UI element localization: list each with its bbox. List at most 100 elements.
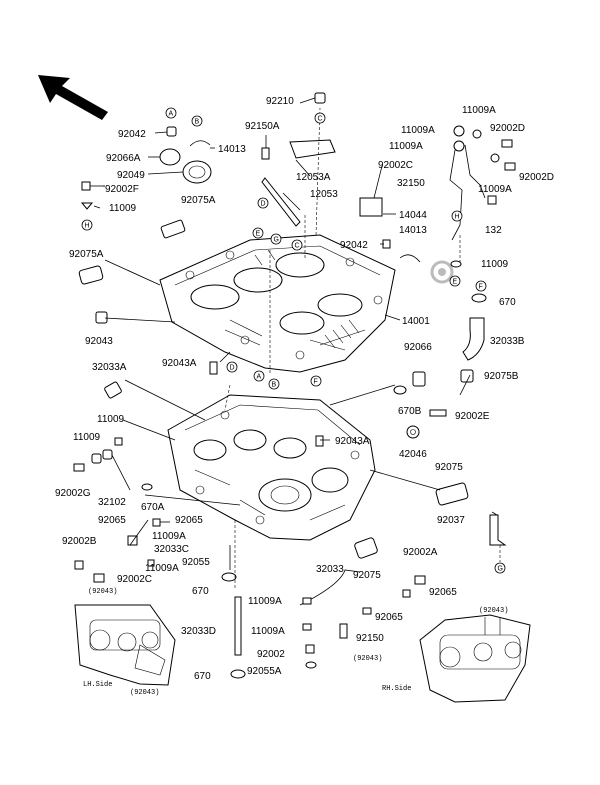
label-92002d-r1: 92002D [490,123,525,134]
svg-text:A: A [169,111,174,118]
inset-rh-side-label: RH.Side [382,685,411,693]
label-92055a: 92055A [247,666,282,677]
label-11009a-low3: 11009A [248,596,282,607]
front-direction-arrow-icon [38,75,108,120]
gear-watermark-icon [430,260,454,284]
ref-marker-f-mid: F [310,375,322,387]
label-14013-mid: 14013 [399,225,427,236]
label-92002: 92002 [257,649,285,660]
label-92043a-low: 92043A [335,436,370,447]
svg-text:G: G [274,237,279,244]
inset-rh-code-left: (92043) [353,655,382,663]
label-92075: 92075 [435,462,463,473]
lower-crankcase-drawing [167,394,376,541]
ref-marker-e-right: E [449,275,461,287]
label-14044: 14044 [399,210,427,221]
label-11009-l2: 11009 [73,432,101,443]
svg-text:A: A [257,374,262,381]
label-670-low1: 670 [192,586,209,597]
label-670-right: 670 [499,297,516,308]
label-11009-l1: 11009 [97,414,125,425]
label-92065-r2: 92065 [375,612,403,623]
ref-marker-a-top: A [165,107,177,119]
label-92002b: 92002B [62,536,97,547]
label-670a: 670A [141,502,165,513]
lh-side-inset [74,604,176,686]
ref-marker-d-mid: D [226,361,238,373]
label-11009a-low2: 11009A [145,563,179,574]
label-92043-left: 92043 [85,336,113,347]
label-14013-top: 14013 [218,144,246,155]
label-32033: 32033 [316,564,344,575]
label-92075b: 92075B [484,371,519,382]
small-parts [73,92,516,679]
inset-rh-code-top: (92043) [479,607,508,615]
ref-marker-c-top: C [314,112,326,124]
label-92002e: 92002E [455,411,490,422]
label-32033b: 32033B [490,336,525,347]
label-11009a-r1: 11009A [462,105,496,116]
label-42046: 42046 [399,449,427,460]
svg-text:C: C [318,116,323,123]
ref-marker-d-top: D [257,197,269,209]
label-92037: 92037 [437,515,465,526]
ref-marker-f-right: F [475,280,487,292]
svg-text:D: D [230,365,235,372]
label-92150: 92150 [356,633,384,644]
svg-text:E: E [453,279,458,286]
upper-crankcase-drawing [159,234,396,373]
ref-marker-b-top: B [191,115,203,127]
label-92075a-left: 92075A [69,249,104,260]
svg-text:B: B [195,119,200,126]
ref-marker-g-low: G [494,562,506,574]
label-92210: 92210 [266,96,294,107]
label-132: 132 [485,225,502,236]
ref-marker-c-case: C [291,239,303,251]
inset-lh-side-label: LH.Side [83,681,112,689]
label-92055: 92055 [182,557,210,568]
svg-text:D: D [261,201,266,208]
label-670-low2: 670 [194,671,211,682]
svg-text:C: C [295,243,300,250]
dashed-guide-lines [224,107,501,590]
label-92002a: 92002A [403,547,438,558]
label-92002c: 92002C [378,160,413,171]
label-12053: 12053 [310,189,338,200]
svg-text:H: H [455,214,460,221]
svg-text:F: F [314,379,318,386]
label-92002g: 92002G [55,488,91,499]
label-11009-right: 11009 [481,259,509,270]
label-92042-mid: 92042 [340,240,368,251]
label-11009a-low1: 11009A [152,531,186,542]
label-32102: 32102 [98,497,126,508]
label-32150: 32150 [397,178,425,189]
label-92002c-low: 92002C [117,574,152,585]
label-92065-r1: 92065 [429,587,457,598]
label-11009a-r2: 11009A [401,125,435,136]
svg-text:E: E [256,231,261,238]
svg-text:H: H [85,223,90,230]
label-92065-l: 92065 [98,515,126,526]
ref-marker-a-mid: A [253,370,265,382]
label-32033d: 32033D [181,626,216,637]
svg-text:F: F [479,284,483,291]
ref-marker-b-mid: B [268,378,280,390]
label-92066: 92066 [404,342,432,353]
part-number-labels: 92042 14013 92066A 92049 92002F 11009 92… [55,96,554,697]
svg-text:G: G [498,566,503,573]
svg-text:B: B [272,382,277,389]
label-11009a-r4: 11009A [478,184,512,195]
label-11009a-r3: 11009A [389,141,423,152]
ref-marker-e-case: E [252,227,264,239]
label-32033a: 32033A [92,362,127,373]
inset-lh-code-bottom: (92043) [130,689,159,697]
label-92049: 92049 [117,170,145,181]
label-11009-left: 11009 [109,203,137,214]
label-92066a: 92066A [106,153,141,164]
label-92042-top: 92042 [118,129,146,140]
label-92065-m: 92065 [175,515,203,526]
label-92075a-mid: 92075A [181,195,216,206]
label-92002d-r2: 92002D [519,172,554,183]
inset-lh-code-top: (92043) [88,588,117,596]
